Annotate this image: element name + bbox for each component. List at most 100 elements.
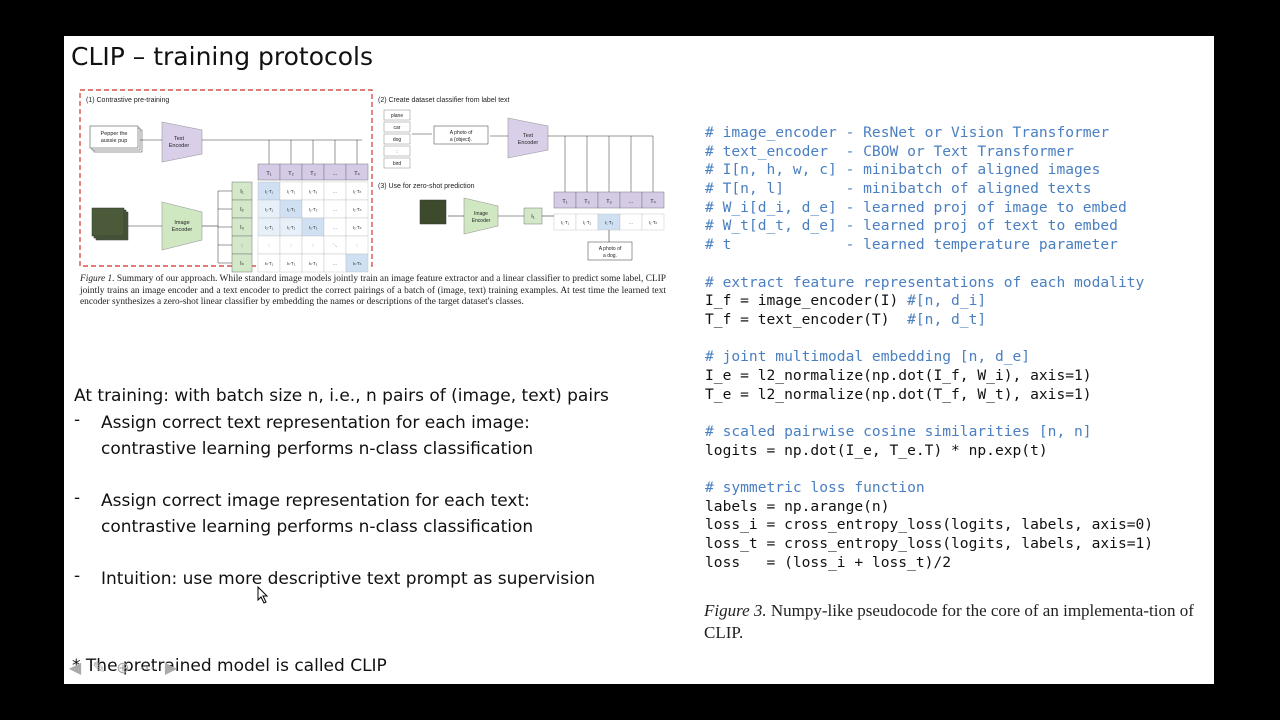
i-token-label: :	[241, 243, 243, 249]
figure3-caption-text: Numpy-like pseudocode for the core of an…	[704, 601, 1194, 642]
t-token-label: Tₙ	[354, 171, 360, 177]
similarity-value: :	[356, 243, 357, 248]
menu-icon[interactable]: ⋯	[139, 660, 155, 677]
panel2-label: (2) Create dataset classifier from label…	[378, 97, 510, 104]
image-encoder-label: Encoder	[172, 227, 193, 233]
pen-icon[interactable]: ✎	[92, 660, 106, 677]
similarity-value: I₂·Tₙ	[353, 207, 362, 212]
code-comment-line: # t - learned temperature parameter	[705, 236, 1118, 254]
i-token-label: I₁	[531, 214, 535, 220]
code-line: I_e = l2_normalize(np.dot(I_f, W_i), axi…	[705, 366, 1092, 384]
bullet-dash: -	[74, 488, 81, 508]
label-item-box	[383, 157, 411, 169]
code-comment-line: # joint multimodal embedding [n, d_e]	[705, 348, 1031, 366]
pseudocode-block: # image_encoder - ResNet or Vision Trans…	[705, 124, 1153, 573]
t-token-label: T₁	[562, 199, 567, 205]
t-token-label: ...	[333, 171, 338, 177]
zoom-icon[interactable]: ⊕	[116, 660, 130, 677]
similarity-value: I₃·T₁	[265, 225, 274, 230]
text-encoder-shape	[507, 117, 549, 159]
similarity-value: ...	[333, 207, 337, 212]
code-comment-line: # T[n, l] - minibatch of aligned texts	[705, 180, 1092, 198]
code-line	[705, 404, 1153, 423]
i-token-label: Iₙ	[240, 261, 245, 267]
figure1-caption: Figure 1. Summary of our approach. While…	[80, 274, 666, 309]
i-token-label: I₂	[240, 207, 244, 213]
image-encoder-label: Encoder	[472, 218, 491, 224]
code-line: loss_t = cross_entropy_loss(logits, labe…	[705, 535, 1154, 553]
label-item-box	[383, 121, 411, 133]
code-line: logits = np.dot(I_e, T_e.T) * np.exp(t)	[705, 441, 1048, 459]
bullet-lead: At training: with batch size n, i.e., n …	[74, 386, 609, 406]
prompt-template-line: a {object}.	[450, 137, 472, 143]
next-arrow-icon[interactable]: ▶	[164, 660, 178, 677]
code-comment-line: # image_encoder - ResNet or Vision Trans…	[705, 124, 1110, 141]
bullet-dash: -	[74, 410, 81, 430]
image-input-thumb	[91, 207, 125, 237]
code-line	[705, 460, 1153, 479]
zero-shot-cell	[641, 213, 665, 231]
slide-nav-toolbar: ◀ ✎ ⊕ ⋯ ▶	[66, 660, 180, 678]
similarity-value: Iₙ·T₁	[265, 261, 274, 266]
code-line	[705, 255, 1153, 274]
t-token-label: ...	[629, 199, 634, 205]
code-comment-line: # symmetric loss function	[705, 479, 925, 497]
bullet-dash: -	[74, 566, 81, 586]
image-encoder-shape	[161, 201, 203, 251]
prompt-template-box	[433, 125, 489, 145]
bullet-text-line: Assign correct text representation for e…	[101, 413, 530, 433]
i-token-label: I₁	[240, 189, 244, 195]
similarity-value: I₃·T₃	[309, 225, 318, 230]
text-input-line: aussie pup	[101, 138, 128, 144]
similarity-value: Iₙ·T₃	[309, 261, 318, 266]
mouse-cursor-icon	[257, 586, 269, 604]
panel3-label: (3) Use for zero-shot prediction	[378, 183, 475, 190]
similarity-value: I₂·T₂	[287, 207, 296, 212]
image-encoder-shape	[463, 197, 499, 235]
code-inline-comment: #[n, d_t]	[907, 310, 987, 328]
clip-figure: (1) Contrastive pre-training(2) Create d…	[79, 89, 665, 273]
similarity-value: Iₙ·Tₙ	[353, 261, 362, 266]
prediction-line: a dog.	[603, 253, 617, 259]
zero-shot-value: I₁·T₃	[605, 220, 614, 225]
slide-title: CLIP – training protocols	[71, 42, 374, 71]
t-token-label: T₃	[310, 171, 316, 177]
prompt-template-line: A photo of	[450, 130, 473, 136]
text-encoder-label: Text	[174, 136, 185, 142]
bullet-text-line: Assign correct image representation for …	[101, 491, 530, 511]
zero-shot-value: I₁·T₁	[561, 220, 570, 225]
similarity-value: ...	[333, 189, 337, 194]
similarity-value: I₁·Tₙ	[353, 189, 362, 194]
similarity-value: I₁·T₁	[265, 189, 274, 194]
code-line: T_f = text_encoder(T) #[n, d_t]	[705, 310, 987, 328]
similarity-value: ⋱	[333, 243, 337, 248]
similarity-value: I₂·T₁	[265, 207, 274, 212]
similarity-value: I₃·Tₙ	[353, 225, 362, 230]
figure1-caption-label: Figure 1.	[80, 274, 115, 284]
zero-shot-value: I₁·T₂	[583, 220, 592, 225]
similarity-value: ...	[333, 225, 337, 230]
figure1-caption-text: Summary of our approach. While standard …	[80, 274, 667, 308]
figure3-caption: Figure 3. Numpy-like pseudocode for the …	[704, 600, 1204, 644]
similarity-value: I₃·T₂	[287, 225, 296, 230]
label-item-box	[383, 109, 411, 121]
code-comment-line: # extract feature representations of eac…	[705, 273, 1145, 291]
t-token-label: Tₙ	[650, 199, 656, 205]
zero-shot-value: I₁·Tₙ	[649, 220, 658, 225]
similarity-cell	[345, 253, 369, 273]
label-item: :	[396, 149, 397, 155]
text-encoder-label: Encoder	[518, 140, 539, 146]
code-comment-line: # scaled pairwise cosine similarities [n…	[705, 423, 1092, 440]
code-comment-line: # W_t[d_t, d_e] - learned proj of text t…	[705, 217, 1118, 235]
similarity-value: ...	[333, 261, 337, 266]
code-inline-comment: #[n, d_i]	[907, 292, 987, 310]
bullet-text-line: contrastive learning performs n-class cl…	[101, 517, 534, 537]
code-line	[705, 330, 1153, 349]
slide: CLIP – training protocols (1) Contrastiv…	[64, 36, 1214, 684]
similarity-value: :	[312, 243, 313, 248]
similarity-value: Iₙ·T₂	[287, 261, 296, 266]
text-encoder-label: Text	[523, 133, 534, 139]
text-input-line: Pepper the	[101, 131, 128, 137]
code-line: labels = np.arange(n)	[705, 497, 890, 515]
prev-arrow-icon[interactable]: ◀	[68, 660, 82, 677]
